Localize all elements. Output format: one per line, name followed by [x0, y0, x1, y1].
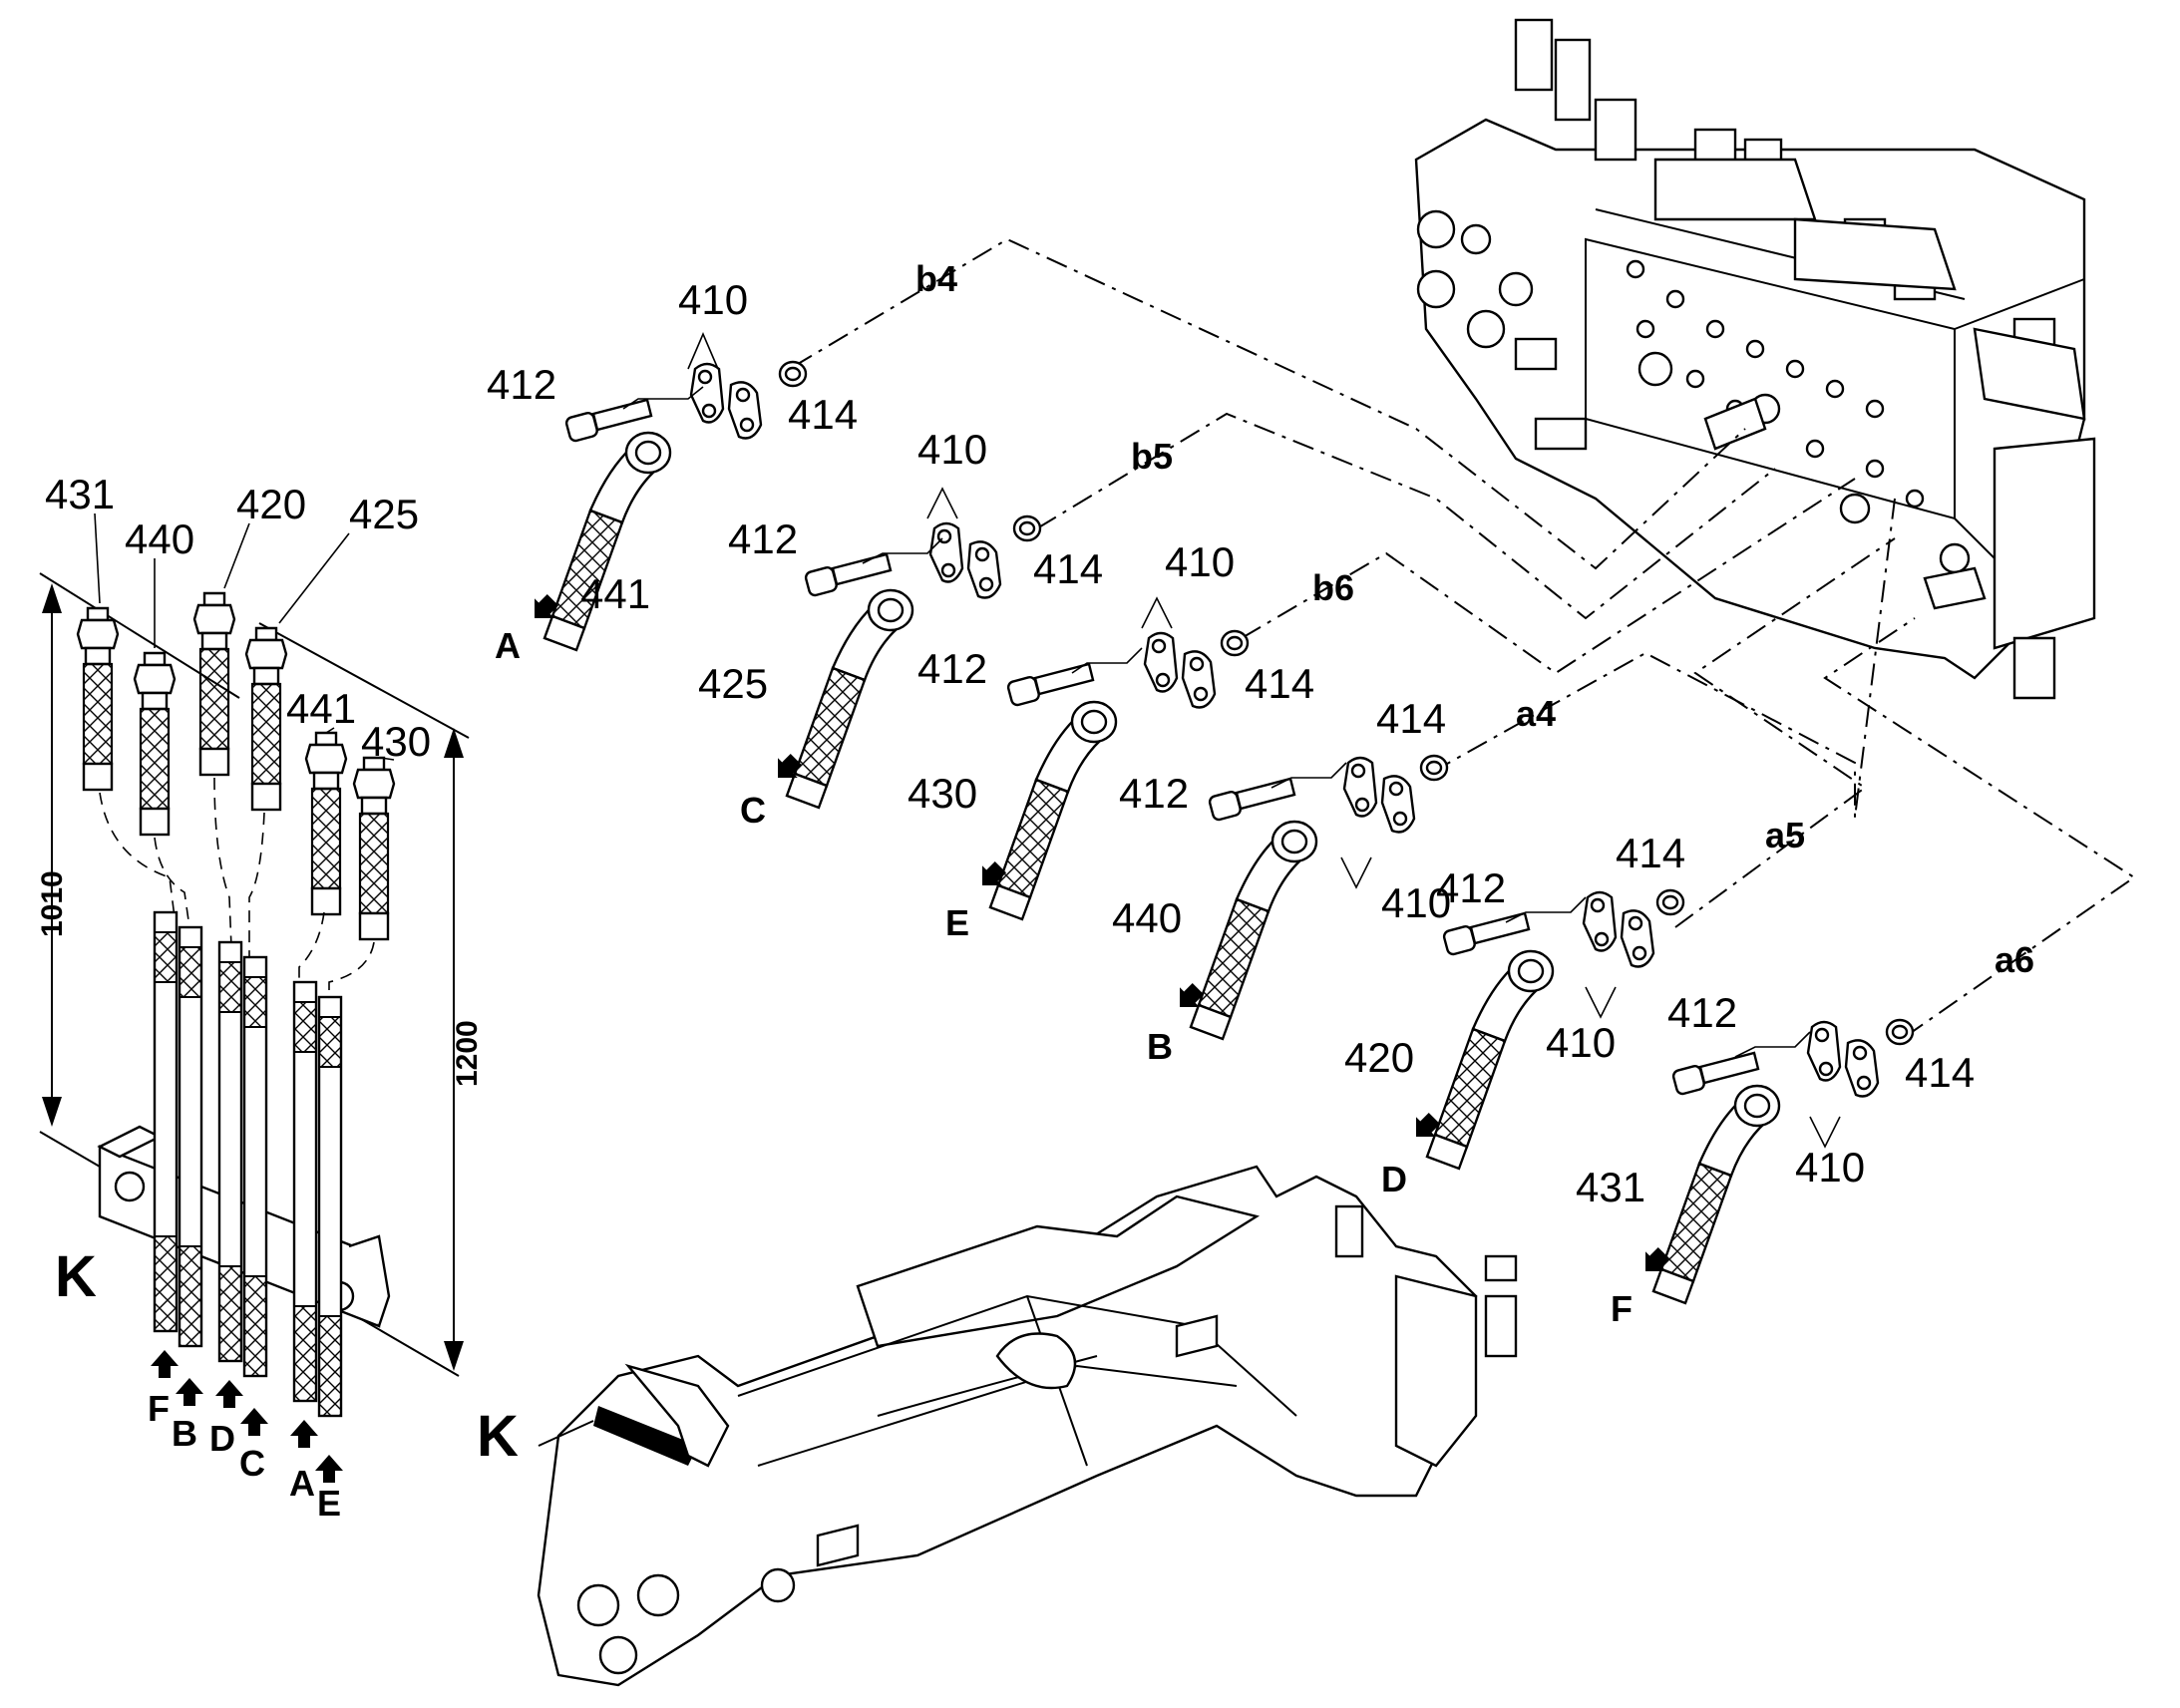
- bundle-end-d: D: [209, 1418, 235, 1459]
- label-440: 440: [1112, 894, 1182, 941]
- label-410-e: 410: [1546, 1019, 1616, 1066]
- bundle-end-e: E: [317, 1483, 341, 1524]
- label-431-b: 431: [45, 471, 115, 517]
- label-414-a: 414: [788, 391, 858, 438]
- label-410-d: 410: [1381, 879, 1451, 926]
- chassis-frame: [537, 1165, 1518, 1687]
- fitting-set-431: [1651, 1018, 1915, 1305]
- label-412-f: 412: [1667, 989, 1737, 1036]
- label-414-c: 414: [1245, 660, 1314, 707]
- port-label-b6: b6: [1312, 567, 1354, 608]
- label-414-d: 414: [1376, 695, 1446, 742]
- routing-lines: [792, 237, 2136, 1038]
- end-label-b: B: [1147, 1026, 1173, 1067]
- label-425: 425: [698, 660, 768, 707]
- fitting-set-420: [1425, 888, 1685, 1171]
- label-430: 430: [908, 770, 977, 817]
- label-412-a: 412: [487, 361, 556, 408]
- label-412-d: 412: [1119, 770, 1189, 817]
- label-420-b: 420: [236, 481, 306, 527]
- control-valve-block: [1414, 18, 2096, 700]
- end-label-c: C: [740, 790, 766, 831]
- label-412-c: 412: [917, 645, 987, 692]
- end-label-a: A: [495, 625, 521, 666]
- detail-k-label-chassis: K: [477, 1404, 519, 1469]
- end-label-d: D: [1381, 1159, 1407, 1199]
- label-410-c: 410: [1165, 538, 1235, 585]
- port-label-a4: a4: [1516, 693, 1556, 734]
- label-410-b: 410: [917, 426, 987, 473]
- label-410-a: 410: [678, 276, 748, 323]
- dimension-1010: 1010: [36, 870, 69, 937]
- label-425-b: 425: [349, 491, 419, 537]
- fitting-set-441: [543, 331, 808, 652]
- detail-k-label: K: [55, 1244, 97, 1309]
- label-440-b: 440: [125, 515, 194, 562]
- bundle-end-b: B: [172, 1413, 197, 1454]
- label-414-f: 414: [1905, 1049, 1975, 1096]
- end-label-e: E: [945, 902, 969, 943]
- detail-k-hose-bundle: [39, 572, 470, 1418]
- bundle-end-f: F: [148, 1388, 170, 1429]
- label-430-b: 430: [361, 718, 431, 765]
- bundle-end-c: C: [239, 1443, 265, 1484]
- bundle-end-a: A: [289, 1463, 315, 1504]
- label-431-a: 431: [1576, 1164, 1645, 1210]
- label-414-b: 414: [1033, 545, 1103, 592]
- fitting-set-440: [1189, 754, 1449, 1041]
- fitting-set-430: [988, 596, 1250, 921]
- port-label-b5: b5: [1131, 436, 1173, 477]
- port-label-a5: a5: [1765, 815, 1805, 855]
- label-441-b: 441: [286, 685, 356, 732]
- dimension-1200: 1200: [451, 1020, 484, 1087]
- port-label-b4: b4: [915, 258, 957, 299]
- label-412-b: 412: [728, 515, 798, 562]
- label-412-e: 412: [1436, 864, 1506, 911]
- port-label-a6: a6: [1995, 939, 2034, 980]
- label-441-a: 441: [580, 570, 650, 617]
- label-414-e: 414: [1616, 830, 1685, 876]
- label-410-f: 410: [1795, 1144, 1865, 1191]
- fitting-set-425: [785, 487, 1042, 810]
- end-label-f: F: [1611, 1288, 1633, 1329]
- label-420: 420: [1344, 1034, 1414, 1081]
